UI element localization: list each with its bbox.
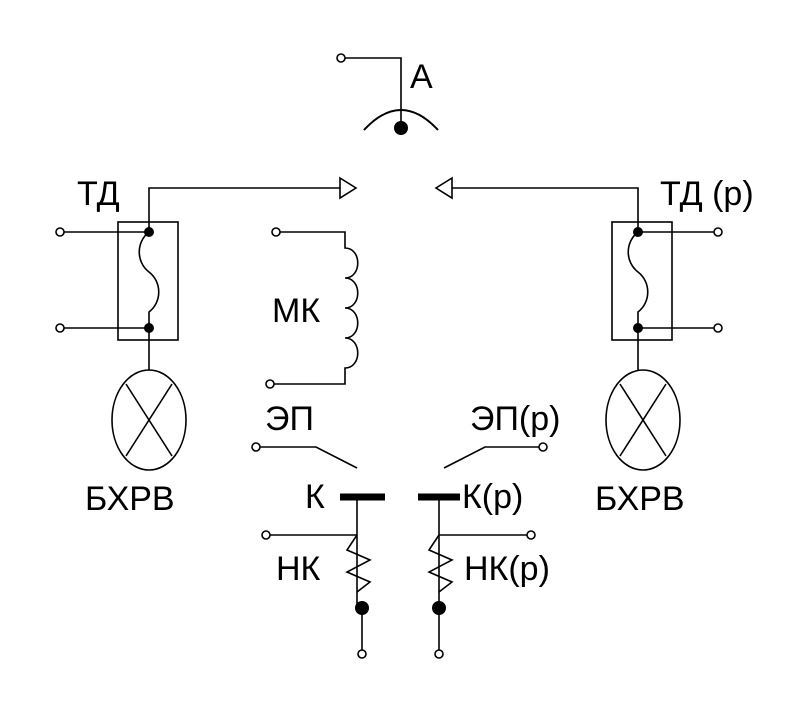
td-left-box [117,221,179,341]
label-nk-right: НК(р) [464,550,550,588]
td-right-box [611,221,673,341]
label-bhrv-right: БХРВ [595,480,685,518]
nk-right-element: НК(р) [427,530,550,659]
ep-right-blade [443,446,539,469]
terminal [713,323,723,333]
mk-coil: МК [265,227,359,389]
ep-left-blade [260,446,358,469]
label-a: А [410,58,433,96]
label-nk-left: НК [276,550,321,588]
ep-right-switch: ЭП(р) [443,400,560,469]
element-a-lead [344,57,402,128]
terminal [336,53,346,63]
node [144,227,154,237]
terminal [713,227,723,237]
nk-left-element: НК [261,530,372,659]
lamp-left: БХРВ [85,369,187,518]
td-right-line [434,176,639,232]
terminal [261,530,271,540]
ep-left-switch: ЭП [251,400,358,469]
k-right-contact: К(р) [418,478,523,605]
element-a: А [336,53,439,135]
td-left-coil [138,231,160,328]
lamp-left-icon [111,369,187,471]
td-right-wire [452,187,639,232]
element-a-arc [363,109,439,131]
arrow-left-icon [434,176,453,200]
lamp-right-cross [619,383,667,457]
td-left-line [148,176,358,232]
label-td-left: ТД [77,175,120,213]
terminal [55,227,65,237]
label-k-right: К(р) [462,478,523,516]
nk-left-zigzag [345,534,372,593]
terminal [538,442,548,452]
label-mk: МК [272,292,320,330]
k-left-contact: К [305,478,385,605]
terminal [271,227,281,237]
td-right-coil [627,231,649,328]
terminal [251,442,261,452]
mk-coil-winding [274,231,359,385]
td-right-block: ТД (р) [611,175,754,370]
terminal [526,530,536,540]
node [633,227,643,237]
nk-right-zigzag [427,534,454,593]
label-ep-right: ЭП(р) [470,400,560,438]
label-ep-left: ЭП [265,400,314,438]
label-k-left: К [305,478,325,516]
lamp-right-icon [605,369,681,471]
lamp-left-cross [125,383,173,457]
td-left-block: ТД [55,175,179,370]
terminal [357,649,367,659]
label-bhrv-left: БХРВ [85,480,175,518]
lamp-right: БХРВ [595,369,685,518]
arrow-right-icon [339,176,358,200]
terminal [55,323,65,333]
terminal [434,649,444,659]
element-a-node [394,121,408,135]
label-td-right: ТД (р) [660,175,754,213]
td-left-wire [148,187,340,232]
terminal [265,379,275,389]
